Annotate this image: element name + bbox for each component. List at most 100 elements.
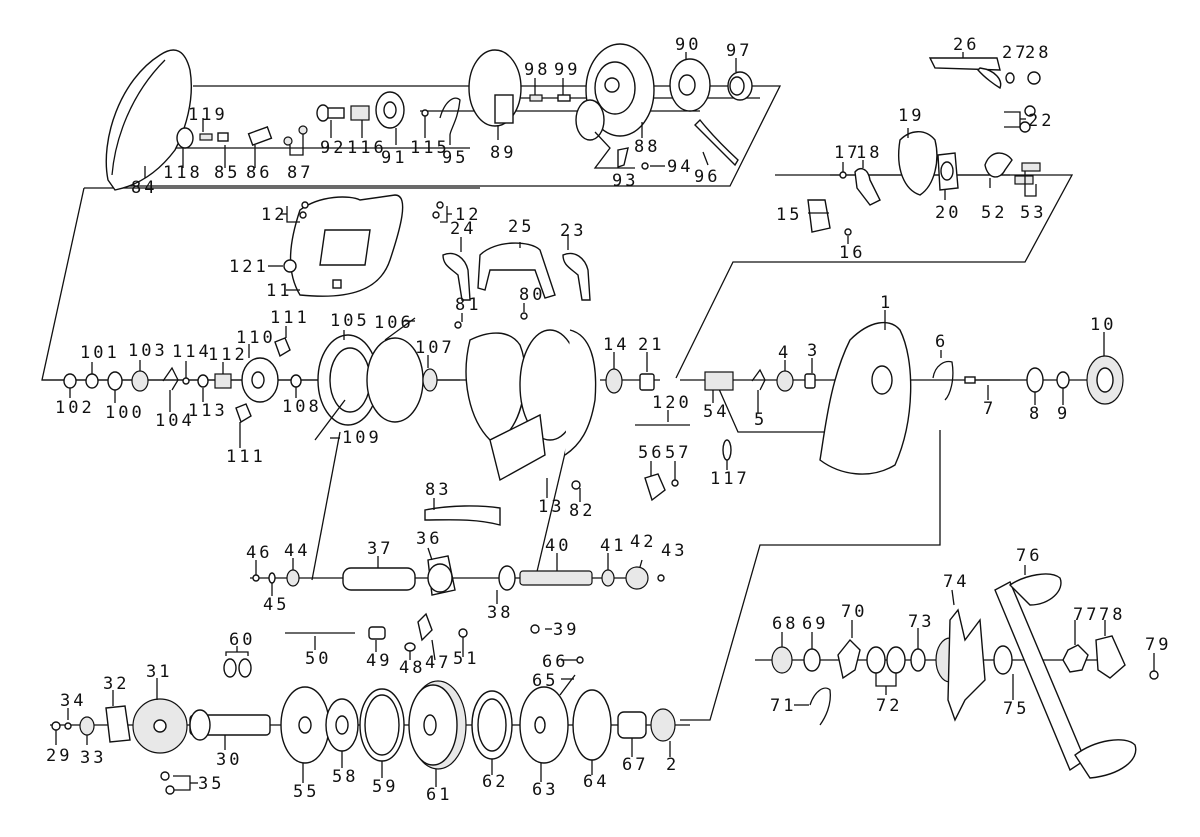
part-81-screw <box>454 321 462 329</box>
label-62: 62 <box>482 772 508 792</box>
part-15-plate <box>807 199 831 233</box>
part-72-washer-a <box>866 646 886 674</box>
label-8: 8 <box>1029 404 1042 424</box>
part-108-washer <box>290 374 302 388</box>
part-13-frame <box>465 332 526 441</box>
label-40: 40 <box>545 536 571 556</box>
label-102: 102 <box>55 398 95 418</box>
label-57: 57 <box>665 443 691 463</box>
part-66-ball <box>576 656 584 664</box>
label-12-left: 12 <box>261 205 287 225</box>
label-32: 32 <box>103 674 129 694</box>
label-100: 100 <box>105 403 145 423</box>
part-35-screw-a <box>160 771 170 781</box>
part-112-spring <box>214 373 232 389</box>
label-88: 88 <box>634 137 660 157</box>
part-40-worm-shaft <box>519 570 593 586</box>
label-5: 5 <box>754 410 767 430</box>
part-18-lever <box>854 168 881 206</box>
part-84-side-cover <box>105 49 193 191</box>
part-32-plate <box>105 705 131 743</box>
label-119: 119 <box>188 105 228 125</box>
part-47-pawl <box>417 612 433 642</box>
label-38: 38 <box>487 603 513 623</box>
label-79: 79 <box>1145 635 1171 655</box>
label-21: 21 <box>638 335 664 355</box>
label-48: 48 <box>399 658 425 678</box>
part-104-clip <box>162 366 179 391</box>
label-73: 73 <box>908 612 934 632</box>
label-12-right: 12 <box>455 205 481 225</box>
part-94-screw <box>641 162 649 170</box>
label-43: 43 <box>661 541 687 561</box>
part-102-washer <box>63 373 77 389</box>
part-111-knob-a <box>274 337 291 358</box>
label-101: 101 <box>80 343 120 363</box>
part-67-sleeve <box>617 711 647 739</box>
part-114-e-ring <box>182 377 190 385</box>
part-4-bearing <box>776 370 794 392</box>
part-49-collar <box>368 626 386 640</box>
label-16: 16 <box>839 243 865 263</box>
part-82-screw <box>571 480 581 490</box>
label-65: 65 <box>532 671 558 691</box>
label-31: 31 <box>146 662 172 682</box>
label-98: 98 <box>524 60 550 80</box>
label-92: 92 <box>320 138 346 158</box>
label-50: 50 <box>305 649 331 669</box>
part-109-pin <box>314 399 346 441</box>
label-75: 75 <box>1003 699 1029 719</box>
label-80: 80 <box>519 285 545 305</box>
part-95-spring <box>439 97 461 136</box>
part-80-screw <box>520 312 528 320</box>
part-92-knob <box>316 104 330 122</box>
label-113: 113 <box>188 401 228 421</box>
label-104: 104 <box>155 411 195 431</box>
label-116: 116 <box>347 138 387 158</box>
label-94: 94 <box>667 157 693 177</box>
part-106-pin <box>384 317 416 341</box>
part-23-side-bracket <box>562 252 591 301</box>
label-22: 22 <box>1028 111 1054 131</box>
label-81: 81 <box>455 295 481 315</box>
part-22-screw-a <box>1024 105 1036 117</box>
label-53: 53 <box>1020 203 1046 223</box>
part-68-bearing <box>771 646 793 674</box>
label-36: 36 <box>416 529 442 549</box>
label-90: 90 <box>675 35 701 55</box>
part-35-screw-b <box>165 785 175 795</box>
part-76-handle <box>994 581 1086 772</box>
frame-sideplate-link <box>714 379 825 433</box>
part-labels: 84 118 119 85 86 87 92 116 91 115 95 89 … <box>46 35 1171 805</box>
part-96-rack <box>694 118 739 167</box>
part-2-clutch-bearing <box>650 708 676 742</box>
part-52-cam <box>984 152 1013 178</box>
label-54: 54 <box>703 402 729 422</box>
part-111-knob-b <box>235 403 252 424</box>
label-35: 35 <box>198 774 224 794</box>
label-3: 3 <box>807 341 820 361</box>
part-29-clip <box>51 721 61 731</box>
label-112: 112 <box>208 345 248 365</box>
label-41: 41 <box>600 536 626 556</box>
label-67: 67 <box>622 755 648 775</box>
label-58: 58 <box>332 767 358 787</box>
part-56-lever <box>644 473 666 502</box>
label-30: 30 <box>216 750 242 770</box>
frame-levelwind-right <box>534 431 571 581</box>
part-41-bearing <box>601 569 615 587</box>
part-103-bearing <box>131 370 149 392</box>
part-51-nut <box>458 628 468 638</box>
label-106: 106 <box>374 313 414 333</box>
label-11: 11 <box>266 281 292 301</box>
label-95: 95 <box>442 148 468 168</box>
label-78: 78 <box>1099 605 1125 625</box>
part-113-washer <box>197 374 209 388</box>
part-100-seal <box>107 371 123 391</box>
label-13: 13 <box>538 497 564 517</box>
part-39-screw <box>530 624 540 634</box>
label-20: 20 <box>935 203 961 223</box>
part-6-spring <box>932 360 954 401</box>
label-97: 97 <box>726 41 752 61</box>
label-17: 17 <box>834 143 860 163</box>
